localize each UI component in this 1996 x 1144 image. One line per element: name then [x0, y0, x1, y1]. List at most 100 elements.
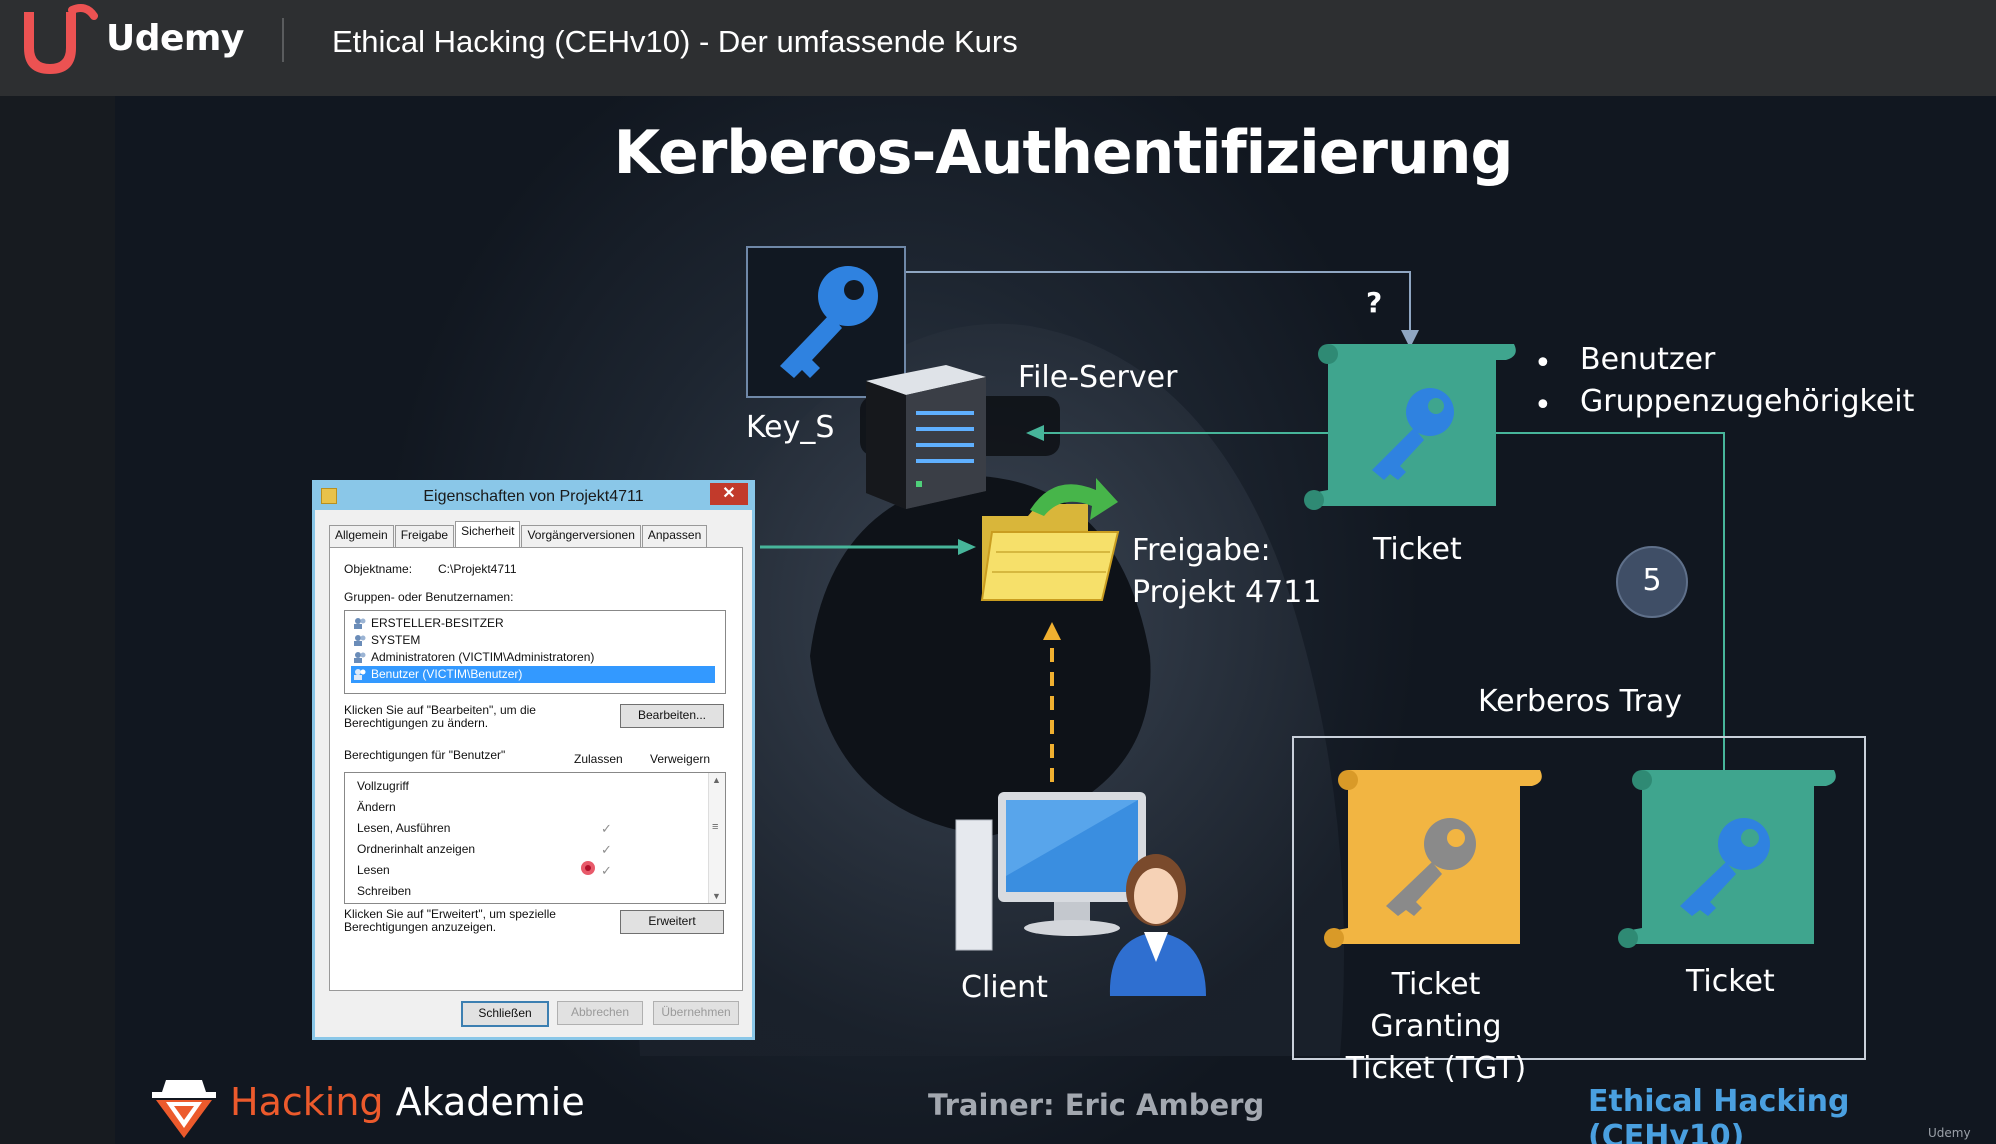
bullet-dot-2: • [1534, 388, 1552, 423]
tgt-label-line1: Ticket Granting [1370, 967, 1502, 1044]
left-strip [0, 96, 115, 1144]
group-name: ERSTELLER-BESITZER [371, 616, 504, 630]
user-group-icon [354, 652, 366, 663]
groups-listbox[interactable]: ERSTELLER-BESITZER SYSTEM Administratore… [344, 610, 726, 694]
object-name-value: C:\Projekt4711 [438, 562, 517, 576]
properties-dialog[interactable]: Eigenschaften von Projekt4711 ✕ Allgemei… [312, 480, 755, 1040]
edit-hint: Klicken Sie auf "Bearbeiten", um die Ber… [344, 704, 536, 730]
chevron-down-icon[interactable]: ▼ [712, 891, 721, 901]
kerberos-tray-frame [1292, 736, 1866, 1060]
folder-icon [321, 488, 337, 504]
permission-row: Vollzugriff [357, 779, 409, 793]
groups-label: Gruppen- oder Benutzernamen: [344, 590, 514, 604]
client-label: Client [961, 970, 1048, 1005]
top-bar: Udemy Ethical Hacking (CEHv10) - Der umf… [0, 0, 1996, 97]
tgt-label-line2: Ticket (TGT) [1345, 1051, 1527, 1086]
list-item[interactable]: Administratoren (VICTIM\Administratoren) [351, 649, 715, 666]
cancel-button[interactable]: Abbrechen [557, 1001, 643, 1025]
key-s-label: Key_S [746, 410, 835, 445]
dialog-tabs: Allgemein Freigabe Sicherheit Vorgängerv… [329, 521, 708, 548]
tab-vorgaengerversionen[interactable]: Vorgängerversionen [521, 525, 641, 548]
tab-freigabe[interactable]: Freigabe [394, 525, 455, 548]
tray-ticket-label: Ticket [1686, 964, 1775, 999]
deny-column-header: Verweigern [650, 752, 711, 766]
group-name: SYSTEM [371, 633, 421, 647]
dialog-title: Eigenschaften von Projekt4711 [423, 488, 644, 505]
advanced-hint-line2: Berechtigungen anzuzeigen. [344, 920, 497, 934]
hacking-akademie-logo-icon [152, 1080, 216, 1138]
edit-button[interactable]: Bearbeiten... [620, 704, 724, 728]
cursor-click-icon [581, 861, 595, 875]
footer-brand: Hacking Akademie [230, 1080, 585, 1124]
edit-hint-line2: Berechtigungen zu ändern. [344, 716, 489, 730]
advanced-hint: Klicken Sie auf "Erweitert", um speziell… [344, 908, 556, 934]
allow-column-header: Zulassen [574, 752, 623, 766]
security-tab-panel: Objektname: C:\Projekt4711 Gruppen- oder… [329, 547, 743, 991]
list-item[interactable]: SYSTEM [351, 632, 715, 649]
file-server-label: File-Server [1018, 360, 1178, 395]
tray-ticket-scroll-icon [1618, 770, 1836, 948]
checkmark-icon: ✓ [601, 842, 612, 857]
share-label-line2: Projekt 4711 [1132, 575, 1322, 610]
ticket-label: Ticket [1373, 532, 1462, 567]
shared-folder-icon [980, 478, 1120, 601]
checkmark-icon: ✓ [601, 821, 612, 836]
user-group-icon [354, 618, 366, 629]
course-title: Ethical Hacking (CEHv10) - Der umfassend… [332, 24, 1018, 59]
permission-row: Schreiben [357, 884, 412, 898]
watermark: Udemy [1928, 1126, 1971, 1140]
tab-sicherheit[interactable]: Sicherheit [455, 521, 521, 548]
permission-row: Lesen, Ausführen [357, 821, 451, 835]
chevron-up-icon[interactable]: ▲ [712, 775, 721, 785]
tab-allgemein[interactable]: Allgemein [329, 525, 394, 548]
permissions-list[interactable]: Vollzugriff Ändern Lesen, Ausführen Ordn… [344, 772, 726, 904]
close-icon[interactable]: ✕ [710, 483, 748, 505]
permission-row: Ändern [357, 800, 396, 814]
divider [282, 18, 284, 62]
footer-brand-part1: Hacking [230, 1080, 384, 1124]
permissions-header: Berechtigungen für "Benutzer" [344, 748, 506, 762]
brand-name[interactable]: Udemy [106, 18, 244, 59]
scroll-thumb-icon[interactable]: ≡ [712, 821, 719, 833]
group-name: Administratoren (VICTIM\Administratoren) [371, 650, 595, 664]
tgt-label: Ticket Granting Ticket (TGT) [1326, 964, 1546, 1090]
ticket-scroll-icon [1304, 344, 1516, 510]
trainer-label: Trainer: Eric Amberg [928, 1088, 1265, 1122]
course-footer-label: Ethical Hacking (CEHv10) [1588, 1084, 1850, 1144]
advanced-hint-line1: Klicken Sie auf "Erweitert", um speziell… [344, 907, 556, 921]
video-slide[interactable]: Kerberos-Authentifizierung Key_S [0, 96, 1996, 1144]
kerberos-tray-label: Kerberos Tray [1478, 684, 1683, 719]
user-group-icon [354, 669, 366, 680]
list-item-selected[interactable]: Benutzer (VICTIM\Benutzer) [351, 666, 715, 683]
permission-row: Lesen [357, 863, 390, 877]
user-group-icon [354, 635, 366, 646]
tab-anpassen[interactable]: Anpassen [641, 525, 708, 548]
share-label: Freigabe: Projekt 4711 [1132, 530, 1321, 614]
bullet-gruppenzugehoerigkeit: Gruppenzugehörigkeit [1580, 384, 1915, 419]
step-number-badge: 5 [1616, 546, 1688, 618]
footer-brand-part2: Akademie [395, 1080, 585, 1124]
advanced-button[interactable]: Erweitert [620, 910, 724, 934]
tgt-scroll-icon [1324, 770, 1542, 948]
close-button[interactable]: Schließen [461, 1001, 549, 1027]
share-label-line1: Freigabe: [1132, 533, 1271, 568]
object-name-label: Objektname: [344, 562, 413, 576]
file-server-icon [866, 365, 986, 509]
udemy-logo-icon[interactable] [12, 4, 100, 80]
dialog-titlebar[interactable]: Eigenschaften von Projekt4711 ✕ [315, 483, 752, 510]
permission-row: Ordnerinhalt anzeigen [357, 842, 476, 856]
flow-arrows [760, 271, 1725, 782]
list-item[interactable]: ERSTELLER-BESITZER [351, 615, 715, 632]
slide-title: Kerberos-Authentifizierung [613, 118, 1514, 188]
key-s-box [746, 246, 906, 398]
client-computer-user-icon [955, 792, 1206, 996]
group-name: Benutzer (VICTIM\Benutzer) [371, 667, 523, 681]
key-icon [780, 266, 878, 378]
checkmark-icon: ✓ [601, 863, 612, 878]
bullet-dot-1: • [1534, 346, 1552, 381]
permissions-scrollbar[interactable]: ▲ ≡ ▼ [708, 773, 725, 903]
apply-button[interactable]: Übernehmen [653, 1001, 739, 1025]
question-mark: ? [1366, 286, 1383, 319]
edit-hint-line1: Klicken Sie auf "Bearbeiten", um die [344, 703, 536, 717]
bullet-benutzer: Benutzer [1580, 342, 1716, 377]
